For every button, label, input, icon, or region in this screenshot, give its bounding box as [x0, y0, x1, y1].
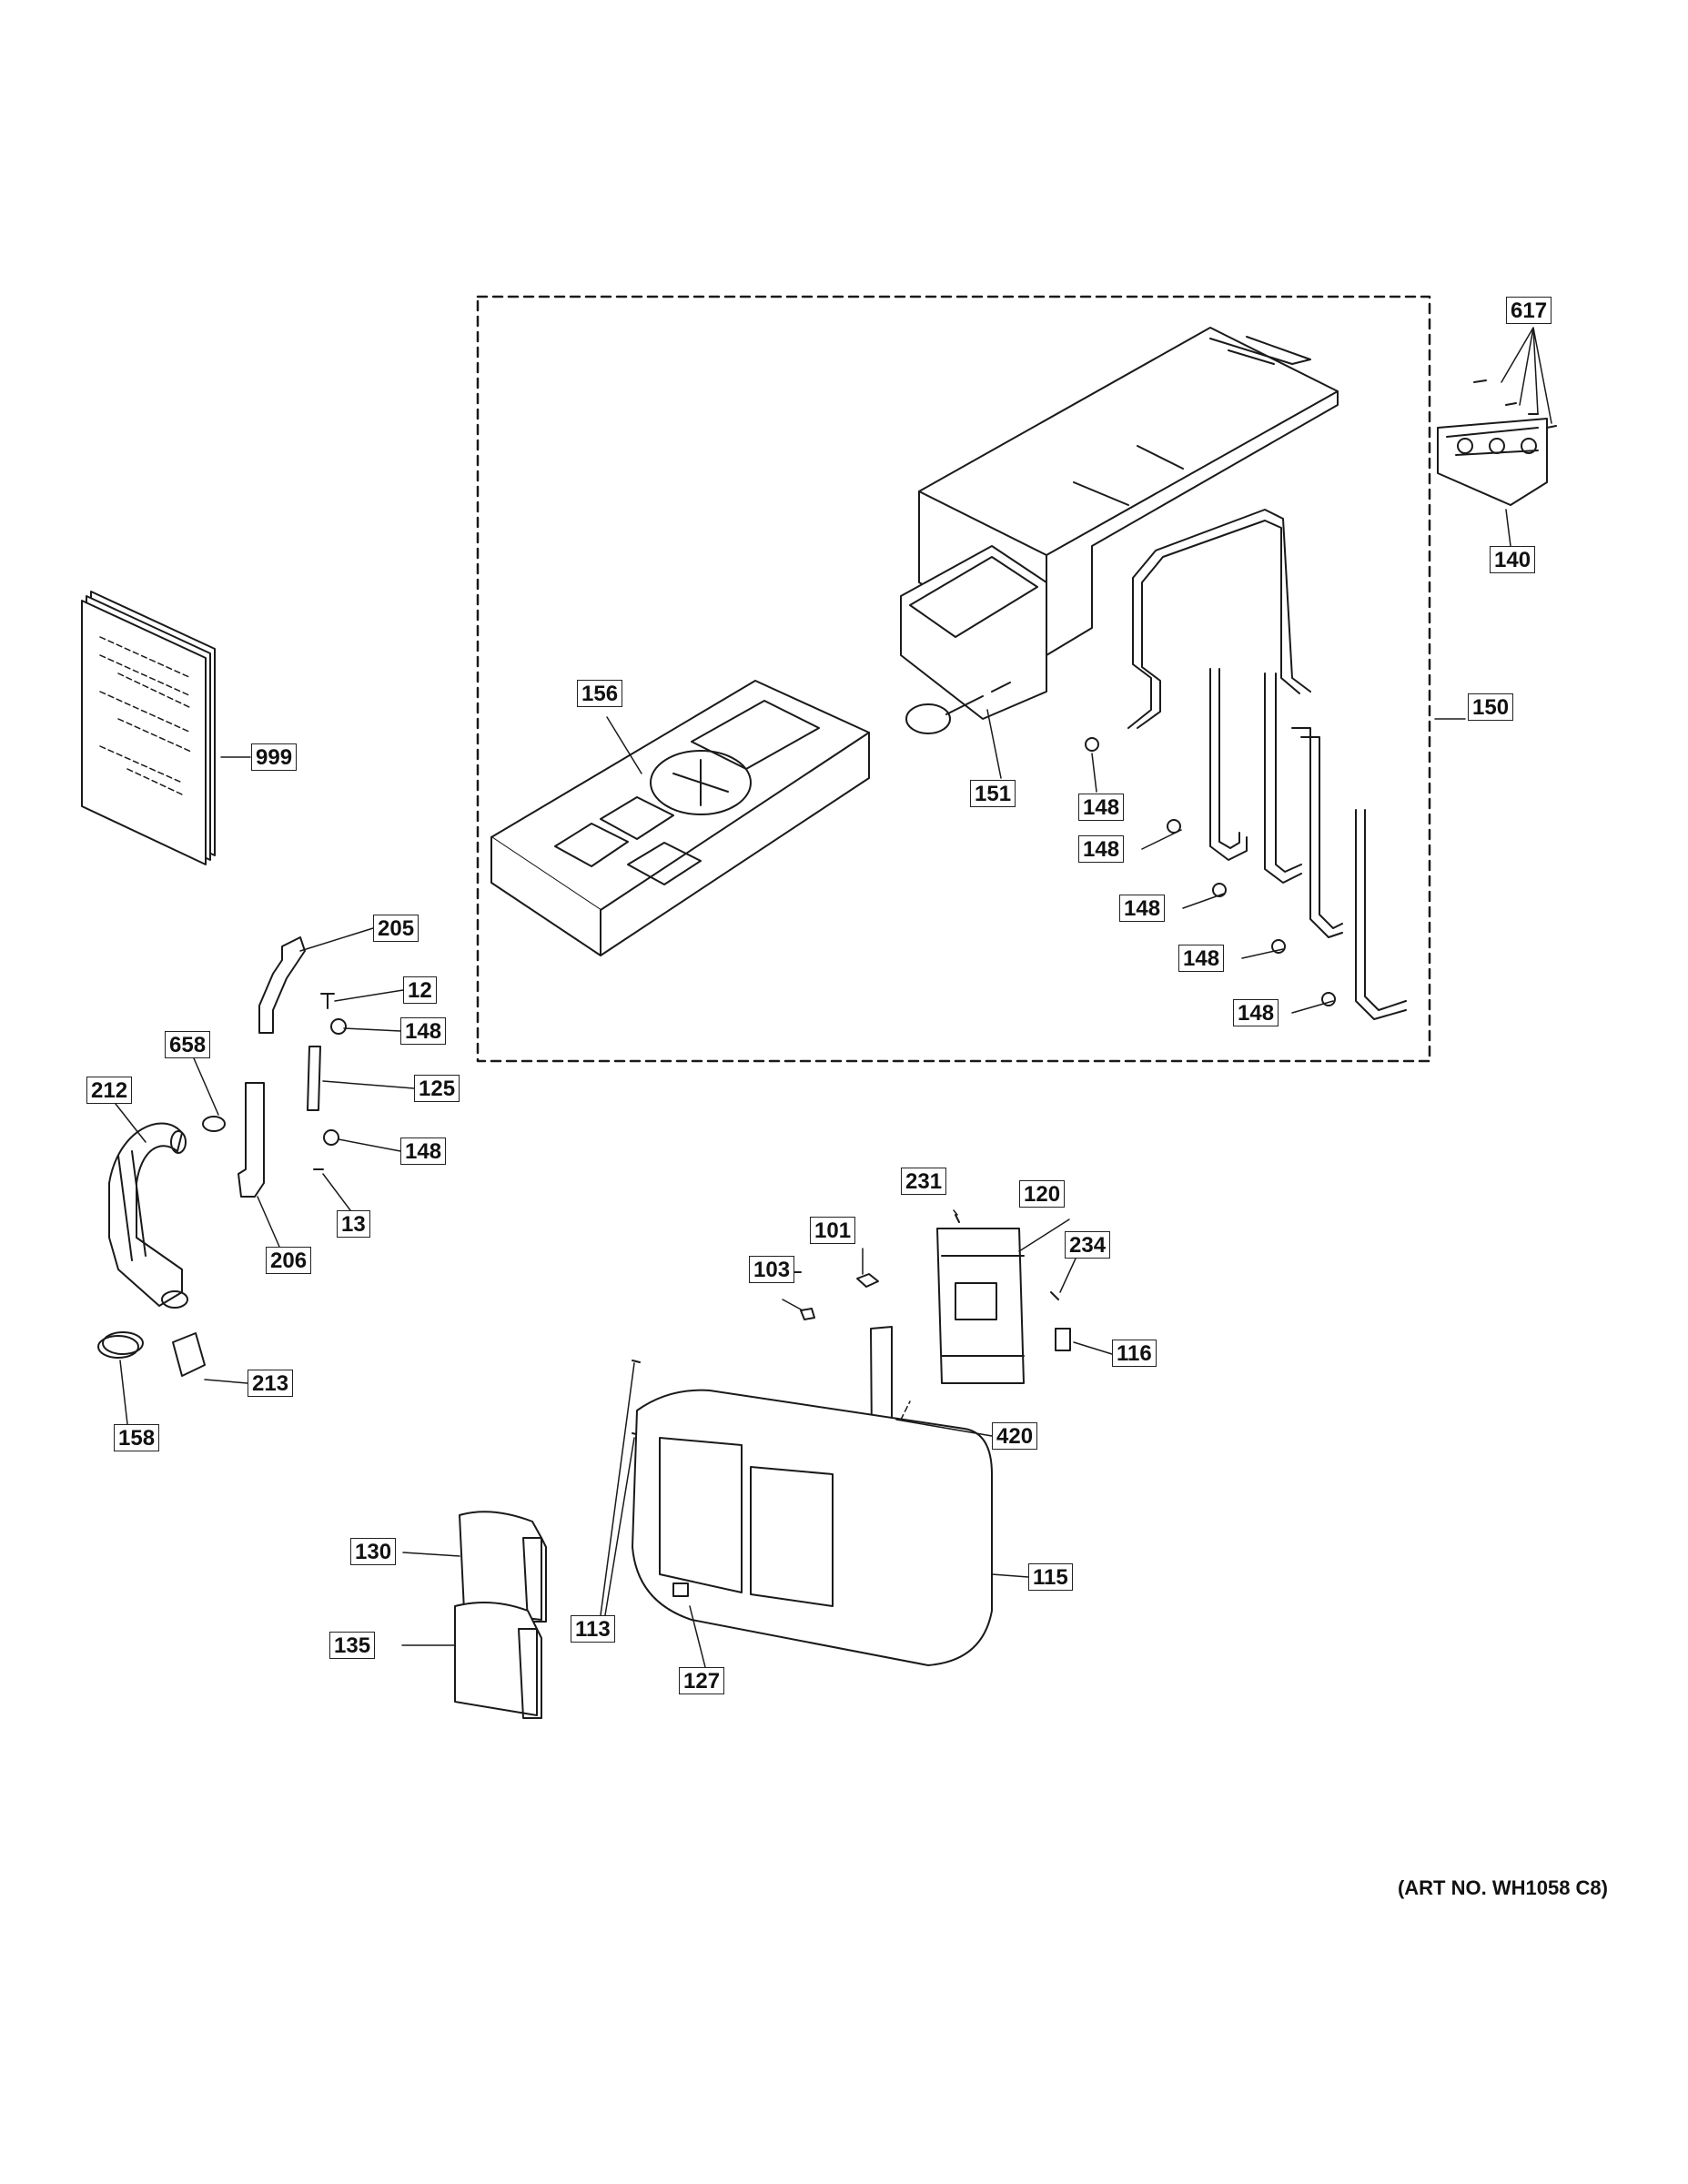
callout-140: 140	[1490, 546, 1536, 573]
callout-135: 135	[329, 1632, 376, 1659]
callout-13: 13	[337, 1210, 370, 1238]
callout-150: 150	[1468, 693, 1514, 721]
dispenser-drawer-icon	[490, 680, 870, 956]
callout-617: 617	[1506, 297, 1552, 324]
callout-148: 148	[1119, 895, 1166, 922]
callout-120: 120	[1019, 1180, 1066, 1208]
callout-151: 151	[970, 780, 1016, 807]
callout-148: 148	[1078, 835, 1125, 863]
callout-101: 101	[810, 1217, 856, 1244]
callout-206: 206	[266, 1247, 312, 1274]
hose-icon	[238, 936, 321, 1198]
hose-icon	[108, 1116, 226, 1377]
leader-lines	[115, 327, 1552, 1668]
control-panel-console-icon	[632, 1389, 993, 1666]
callout-148: 148	[1233, 999, 1279, 1026]
callout-127: 127	[679, 1667, 725, 1694]
control-board-icon	[800, 1228, 1071, 1384]
callout-148: 148	[400, 1017, 447, 1045]
callout-148: 148	[400, 1138, 447, 1165]
hose-clamp-icon	[97, 1331, 144, 1359]
inlet-valve-icon	[1437, 379, 1557, 506]
hose-icon	[1127, 509, 1407, 1020]
callout-115: 115	[1028, 1563, 1073, 1591]
callout-420: 420	[992, 1422, 1038, 1450]
drawer-handle-icon	[454, 1511, 547, 1719]
callout-12: 12	[403, 976, 437, 1004]
art-number: (ART NO. WH1058 C8)	[1397, 1876, 1608, 1899]
callout-205: 205	[373, 915, 419, 942]
callout-148: 148	[1178, 945, 1225, 972]
assembly-150-boundary	[476, 295, 1431, 1063]
callout-113: 113	[571, 1615, 615, 1643]
callout-125: 125	[414, 1075, 460, 1102]
callout-999: 999	[251, 743, 298, 771]
callout-130: 130	[350, 1538, 397, 1565]
callout-658: 658	[165, 1031, 211, 1058]
callout-212: 212	[86, 1077, 133, 1104]
callout-116: 116	[1112, 1340, 1157, 1367]
callout-156: 156	[577, 680, 623, 707]
hose-clamp-icon	[323, 737, 1336, 1146]
callout-213: 213	[248, 1370, 294, 1397]
callout-234: 234	[1065, 1231, 1111, 1259]
manual-booklet-icon	[81, 591, 216, 865]
screw-icon	[313, 993, 1059, 1436]
callout-103: 103	[749, 1256, 795, 1283]
callout-158: 158	[114, 1424, 160, 1451]
callout-231: 231	[901, 1168, 947, 1195]
callout-148: 148	[1078, 794, 1125, 821]
dispenser-housing-icon	[900, 327, 1339, 734]
